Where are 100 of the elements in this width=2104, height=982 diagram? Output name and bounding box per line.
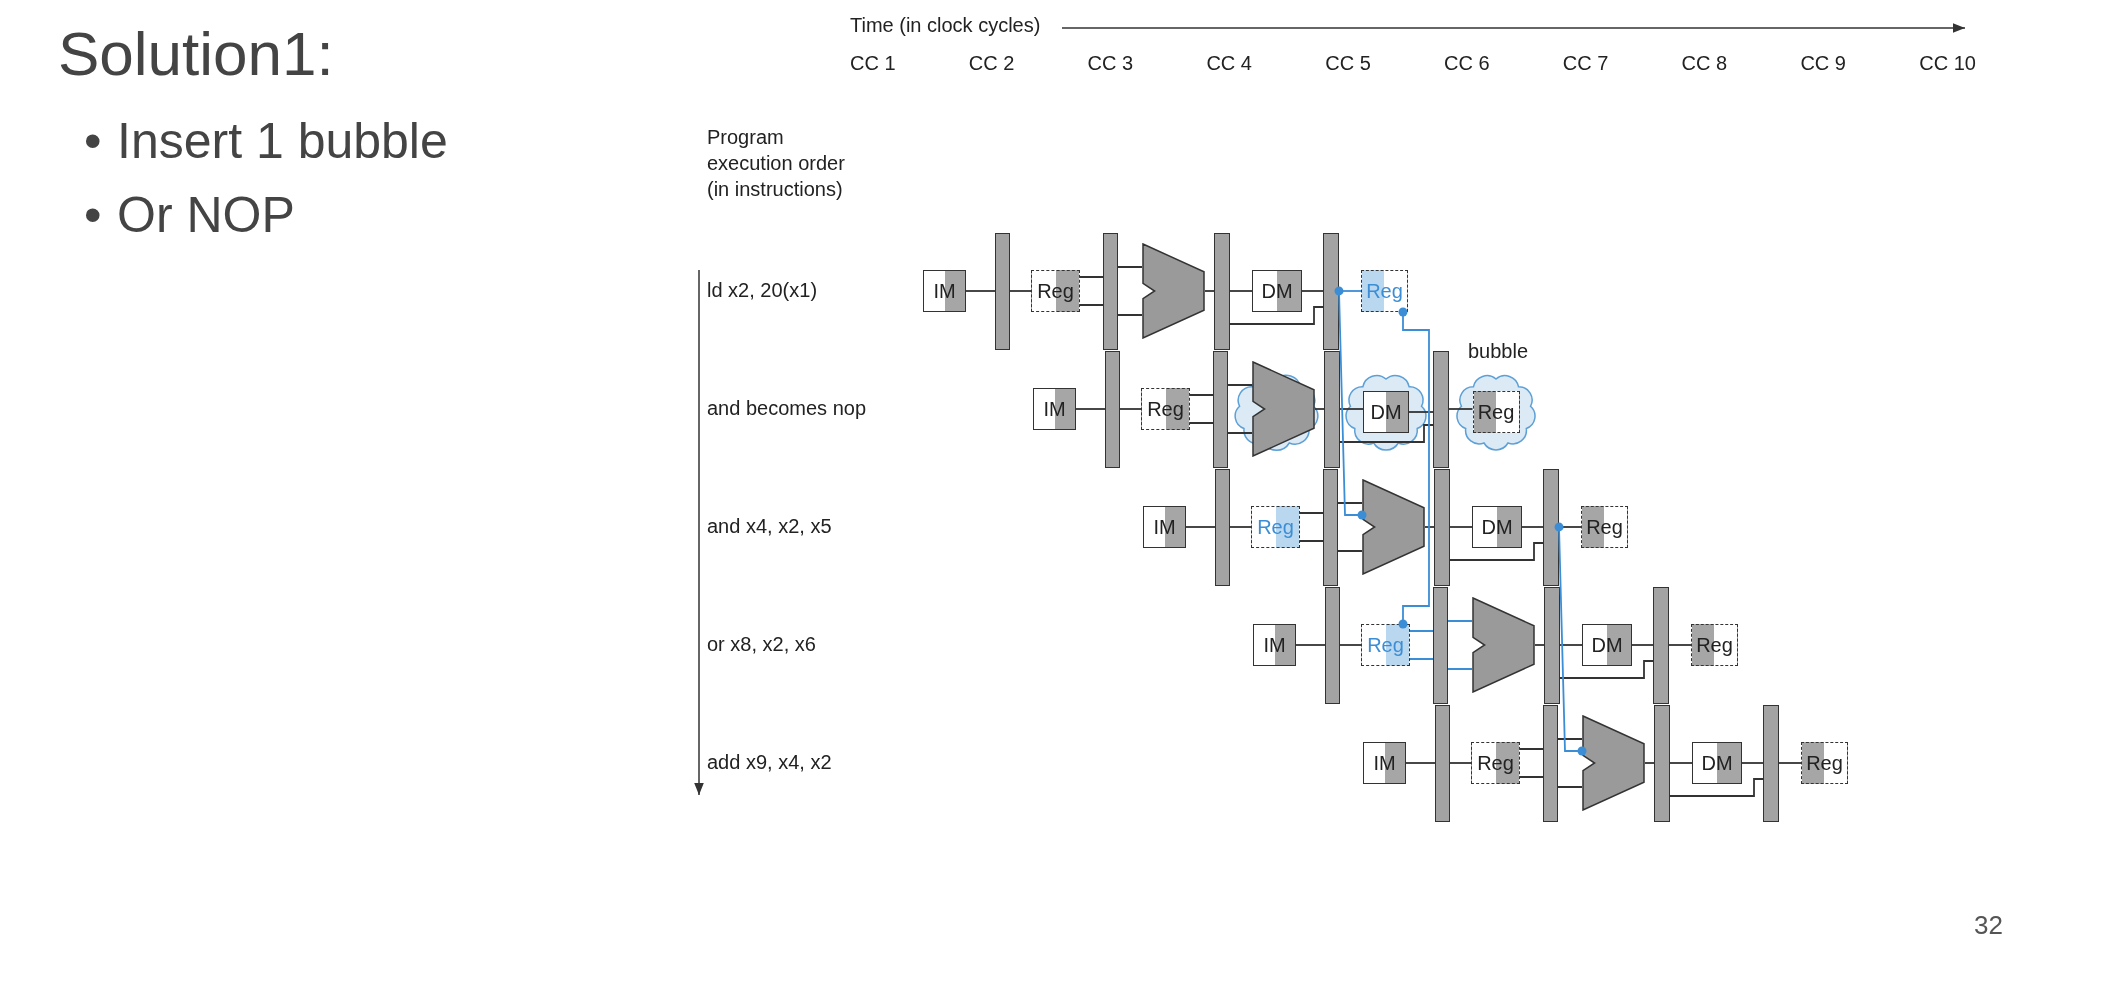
pipeline-register-bar: [1543, 468, 1559, 586]
connector-line: [1229, 290, 1253, 292]
register-file-box: Reg: [1361, 270, 1408, 312]
connector-line: [1299, 512, 1324, 542]
connector-line: [1229, 306, 1324, 325]
connector-line: [1009, 290, 1032, 292]
connector-line: [1189, 394, 1214, 424]
connector-line: [1557, 738, 1583, 788]
bullet-text: Insert 1 bubble: [117, 112, 448, 170]
pipeline-register-bar: [1214, 232, 1230, 350]
connector-line: [1119, 408, 1142, 410]
caption-text: bubble: [1468, 340, 1529, 363]
connector-line: [1204, 290, 1215, 292]
instruction-text: and becomes nop: [707, 397, 866, 420]
page-number: 32: [1974, 910, 2003, 941]
pipeline-register-bar: [1103, 232, 1118, 350]
clock-cycle-label: CC 9: [1800, 52, 1846, 75]
connector-line: [1409, 630, 1434, 660]
pipeline-register-bar: [995, 232, 1010, 350]
alu-shape: [1362, 479, 1425, 575]
connector-line: [1424, 526, 1435, 528]
clock-cycle-label: CC 4: [1206, 52, 1252, 75]
register-file-box: Reg: [1031, 270, 1080, 312]
connector-line: [1339, 644, 1362, 646]
pipeline-register-bar: [1213, 350, 1228, 468]
instruction-text: add x9, x4, x2: [707, 751, 832, 774]
alu-shape: [1472, 597, 1535, 693]
axis-title: Time (in clock cycles): [850, 14, 1041, 37]
connector-line: [1534, 644, 1545, 646]
forwarding-line: [1554, 522, 1587, 756]
data-memory-box: DM: [1363, 391, 1409, 433]
pipeline-register-bar: [1323, 468, 1338, 586]
clock-cycle-label: CC 8: [1681, 52, 1728, 75]
alu-shape: [1582, 715, 1645, 811]
pipeline-register-bar: [1323, 232, 1339, 350]
pipeline-register-bar: [1653, 586, 1669, 704]
connector-line: [1448, 408, 1474, 410]
instruction-text: and x4, x2, x5: [707, 515, 832, 538]
clock-cycle-label: CC 5: [1325, 52, 1371, 75]
connector-line: [1447, 620, 1473, 670]
connector-line: [1185, 526, 1216, 528]
forwarding-line: [1398, 307, 1430, 629]
connector-line: [1631, 644, 1654, 646]
pipeline-register-bar: [1215, 468, 1230, 586]
register-file-box: Reg: [1361, 624, 1410, 666]
pipeline-register-bar: [1434, 468, 1450, 586]
register-file-box: Reg: [1251, 506, 1300, 548]
register-file-box: Reg: [1472, 391, 1520, 433]
data-memory-box: DM: [1252, 270, 1302, 312]
bullet-mark: •: [84, 186, 102, 244]
connector-line: [1075, 408, 1106, 410]
connector-line: [1405, 762, 1436, 764]
alu-shape: [1142, 243, 1205, 339]
bullet-text: Or NOP: [117, 186, 295, 244]
pipeline-register-bar: [1324, 350, 1340, 468]
register-file-box: Reg: [1141, 388, 1190, 430]
instruction-text: or x8, x2, x6: [707, 633, 816, 656]
register-file-box: Reg: [1801, 742, 1848, 784]
pipeline-register-bar: [1654, 704, 1670, 822]
connector-line: [1449, 542, 1544, 561]
bullet-mark: •: [84, 112, 102, 170]
connector-line: [1559, 644, 1583, 646]
pipeline-register-bar: [1763, 704, 1779, 822]
connector-line: [1644, 762, 1655, 764]
connector-line: [1295, 644, 1326, 646]
data-memory-box: DM: [1692, 742, 1742, 784]
connector-line: [1337, 502, 1363, 552]
instruction-memory-box: IM: [1253, 624, 1296, 666]
register-file-box: Reg: [1691, 624, 1738, 666]
connector-line: [1519, 748, 1544, 778]
connector-line: [1449, 526, 1473, 528]
register-file-box: Reg: [1471, 742, 1520, 784]
pipeline-register-bar: [1105, 350, 1120, 468]
connector-line: [1559, 660, 1654, 679]
connector-line: [965, 290, 996, 292]
instruction-memory-box: IM: [1033, 388, 1076, 430]
pipeline-register-bar: [1544, 586, 1560, 704]
slide-title: Solution1:: [58, 18, 334, 89]
pipeline-register-bar: [1325, 586, 1340, 704]
connector-line: [1408, 411, 1434, 413]
connector-line: [1668, 644, 1692, 646]
connector-line: [1521, 526, 1544, 528]
forwarding-line: [1334, 286, 1367, 520]
connector-line: [1339, 408, 1364, 410]
connector-line: [1669, 762, 1693, 764]
connector-line: [1301, 290, 1324, 292]
pipeline-register-bar: [1435, 704, 1450, 822]
connector-line: [1741, 762, 1764, 764]
register-file-box: Reg: [1581, 506, 1628, 548]
data-memory-box: DM: [1582, 624, 1632, 666]
connector-line: [1778, 762, 1802, 764]
clock-cycle-label: CC 2: [968, 52, 1015, 75]
connector-line: [1339, 424, 1434, 443]
pipeline-register-bar: [1433, 350, 1449, 468]
instruction-memory-box: IM: [1143, 506, 1186, 548]
connector-line: [1449, 762, 1472, 764]
instruction-memory-box: IM: [1363, 742, 1406, 784]
instruction-memory-box: IM: [923, 270, 966, 312]
data-memory-box: DM: [1472, 506, 1522, 548]
pipeline-register-bar: [1543, 704, 1558, 822]
